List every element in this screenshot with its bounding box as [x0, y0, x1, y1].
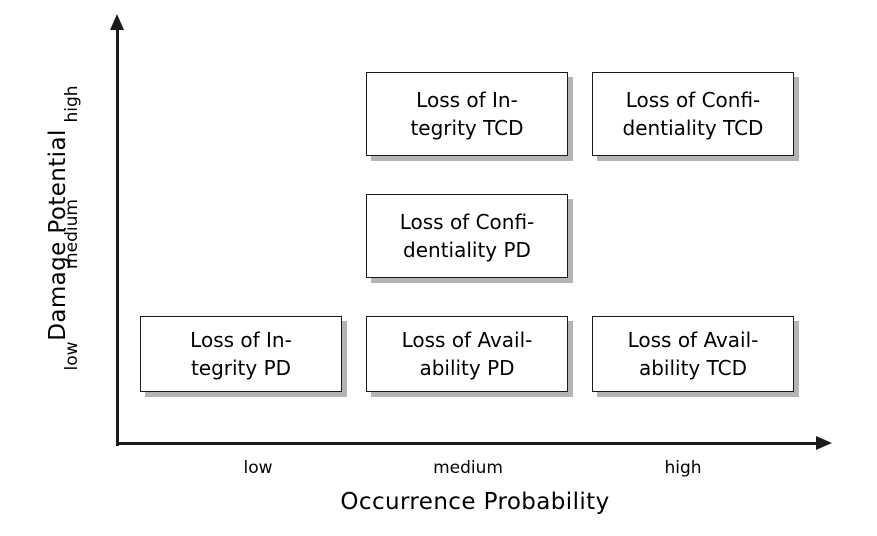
matrix-cell-box[interactable]: Loss of Avail-ability TCD [592, 316, 794, 392]
matrix-cell-box[interactable]: Loss of Confi-dentiality TCD [592, 72, 794, 156]
matrix-cell-text-line: Loss of In- [190, 327, 292, 352]
matrix-cell-text-line: dentiality PD [403, 238, 531, 262]
y-axis-tick-medium: medium [62, 199, 82, 269]
matrix-cell-box[interactable]: Loss of In-tegrity PD [140, 316, 342, 392]
matrix-cell-text-line: Loss of Confi- [625, 87, 761, 112]
x-axis-tick-medium: medium [433, 458, 503, 478]
matrix-cell-text-line: Loss of Avail- [401, 327, 533, 352]
matrix-cell-text-line: Loss of Confi- [399, 209, 535, 234]
matrix-cell-text-line: ability TCD [638, 356, 748, 380]
x-axis-tick-low: low [243, 458, 273, 478]
matrix-cell-text-line: tegrity TCD [410, 116, 524, 140]
y-axis-arrow-icon [110, 14, 124, 30]
matrix-cell-box[interactable]: Loss of Avail-ability PD [366, 316, 568, 392]
matrix-cell-text-line: tegrity PD [190, 356, 292, 380]
matrix-cell-text-line: ability PD [419, 356, 515, 380]
y-axis-line [116, 26, 119, 446]
x-axis-title: Occurrence Probability [340, 489, 610, 515]
matrix-cell-box[interactable]: Loss of Confi-dentiality PD [366, 194, 568, 278]
x-axis-line [116, 442, 822, 445]
x-axis-tick-high: high [664, 458, 702, 478]
matrix-cell-text-line: dentiality TCD [622, 116, 764, 140]
y-axis-tick-high: high [62, 85, 82, 123]
matrix-cell-text-line: Loss of In- [416, 87, 518, 112]
x-axis-arrow-icon [816, 436, 832, 450]
y-axis-tick-low: low [62, 341, 82, 371]
matrix-cell-box[interactable]: Loss of In-tegrity TCD [366, 72, 568, 156]
matrix-cell-text-line: Loss of Avail- [627, 327, 759, 352]
